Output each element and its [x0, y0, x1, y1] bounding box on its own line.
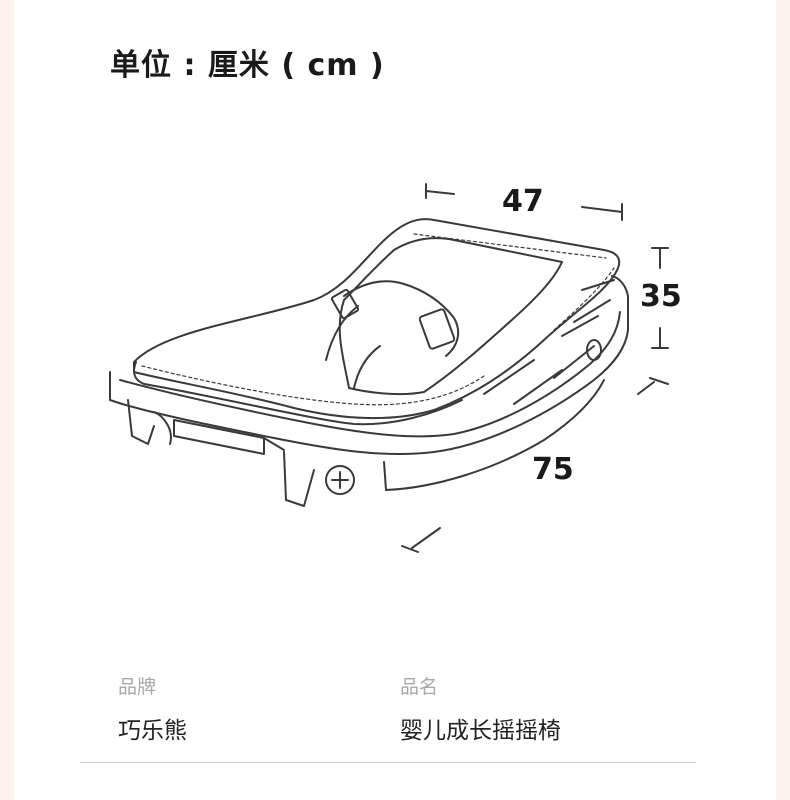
length-dimension-line: [401, 377, 669, 553]
brand-value: 巧乐熊: [118, 718, 187, 744]
product-name-label: 品名: [400, 676, 439, 698]
spec-card: 单位 : 厘米 ( cm ): [14, 0, 776, 800]
width-value: 47: [502, 184, 544, 219]
product-name-value: 婴儿成长摇摇椅: [400, 718, 561, 744]
length-value: 75: [532, 452, 574, 487]
unit-title: 单位 : 厘米 ( cm ): [110, 48, 385, 83]
width-dimension-line: [425, 183, 623, 221]
seat-body: [133, 218, 621, 426]
brand-label: 品牌: [118, 676, 157, 698]
baby-rocker-line-drawing: [109, 183, 669, 553]
height-value: 35: [640, 279, 682, 314]
divider: [80, 762, 696, 763]
rocker-base: [109, 275, 629, 507]
height-dimension-line: [651, 247, 669, 349]
